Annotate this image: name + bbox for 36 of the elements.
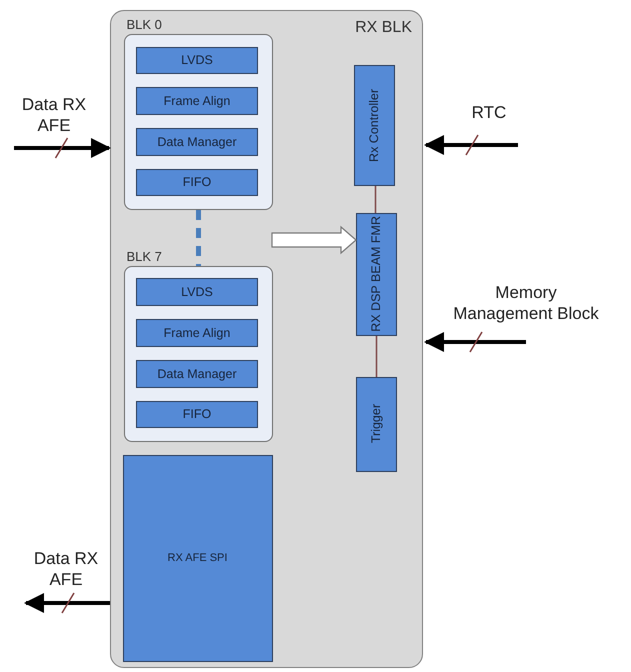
signal-label: Data RX AFE xyxy=(26,548,106,602)
module-label: Data Manager xyxy=(157,134,237,150)
signal-label: Memory Management Block xyxy=(446,282,606,342)
module-box xyxy=(136,169,258,196)
module-label: LVDS xyxy=(181,53,213,68)
module-label: FIFO xyxy=(182,407,212,422)
connector-line xyxy=(374,186,376,213)
module-box xyxy=(136,278,258,306)
module-label: Frame Align xyxy=(164,94,230,108)
signal-label: RTC xyxy=(458,102,520,144)
connector-line xyxy=(376,336,378,377)
block-arrow xyxy=(271,226,357,254)
module-label: FIFO xyxy=(182,175,212,190)
block-title: RX BLK xyxy=(355,19,412,37)
module-box xyxy=(136,401,258,428)
module-label: Trigger xyxy=(368,404,384,444)
module-label: RX AFE SPI xyxy=(168,552,228,564)
module-box xyxy=(356,212,396,336)
module-box xyxy=(136,360,258,388)
module-box xyxy=(122,454,272,662)
module-label: Frame Align xyxy=(164,326,230,340)
module-box xyxy=(354,64,394,186)
module-label: RX DSP BEAM FMR xyxy=(368,216,384,332)
module-box xyxy=(136,319,258,347)
dashed-connector xyxy=(196,210,201,266)
signal-label: Data RX AFE xyxy=(12,94,96,147)
module-box xyxy=(136,47,258,74)
block-container xyxy=(110,10,423,668)
module-box xyxy=(136,128,258,156)
module-label: LVDS xyxy=(181,284,213,300)
group-title: BLK 0 xyxy=(126,16,162,32)
module-box xyxy=(356,376,396,472)
module-label: Rx Controller xyxy=(366,88,382,162)
module-box xyxy=(136,87,258,115)
module-label: Data Manager xyxy=(157,366,237,382)
group-title: BLK 7 xyxy=(126,248,162,264)
